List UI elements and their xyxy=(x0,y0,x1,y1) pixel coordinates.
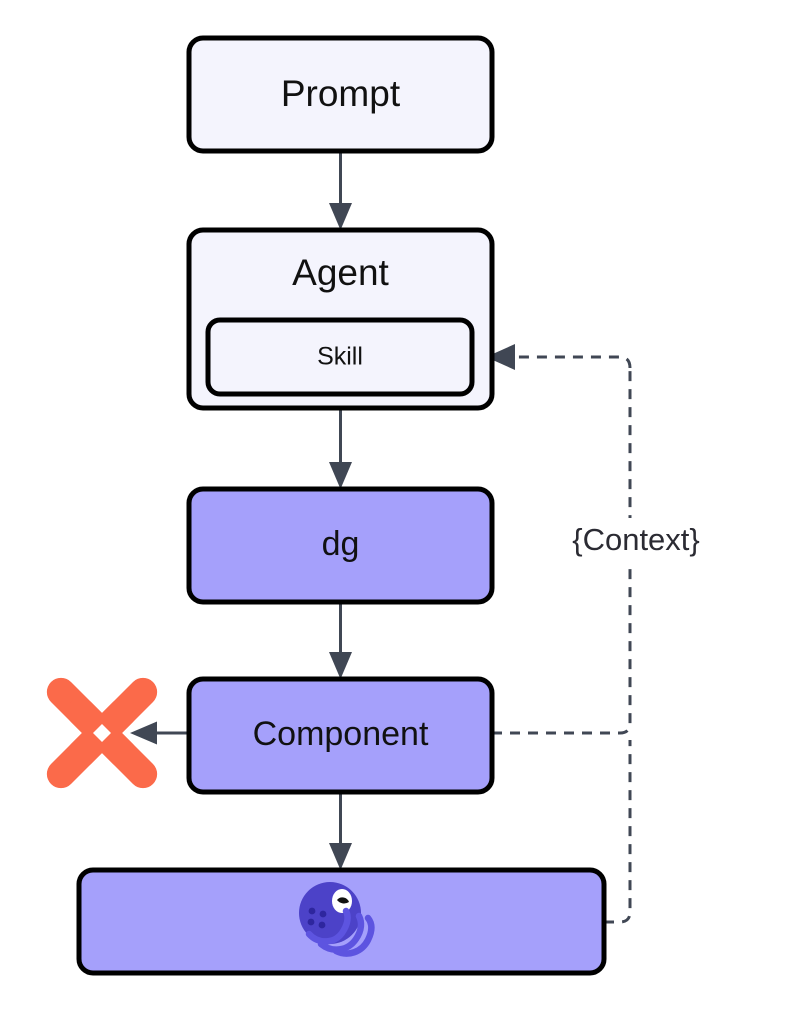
node-component[interactable]: Component xyxy=(186,676,495,795)
node-skill[interactable]: Skill xyxy=(205,317,475,397)
edge-agent-to-dg xyxy=(329,408,352,489)
edge-dg-to-component xyxy=(329,602,352,679)
octopus-icon xyxy=(299,882,375,957)
node-component-shape[interactable] xyxy=(186,676,495,795)
edge-component-to-storybook xyxy=(130,721,189,745)
node-dg-shape[interactable] xyxy=(186,486,495,605)
edge-octopus-to-rail xyxy=(604,740,632,924)
edge-rail-to-skill xyxy=(486,344,632,370)
edge-component-to-rail xyxy=(492,368,632,735)
storybook-icon xyxy=(46,677,158,789)
node-dg-label: dg xyxy=(322,525,360,563)
node-dg[interactable]: dg xyxy=(186,486,495,605)
edge-label-context: {Context} xyxy=(540,518,732,564)
node-prompt-label: Prompt xyxy=(281,73,401,114)
node-agent-label: Agent xyxy=(292,252,389,293)
node-component-label: Component xyxy=(253,715,429,753)
node-skill-shape[interactable] xyxy=(205,317,475,397)
node-skill-label: Skill xyxy=(317,343,363,371)
node-prompt-shape[interactable] xyxy=(186,35,495,154)
context-label-text: {Context} xyxy=(572,522,700,557)
edge-prompt-to-agent xyxy=(329,151,352,230)
edge-component-to-octopus xyxy=(329,792,352,870)
node-prompt[interactable]: Prompt xyxy=(186,35,495,154)
